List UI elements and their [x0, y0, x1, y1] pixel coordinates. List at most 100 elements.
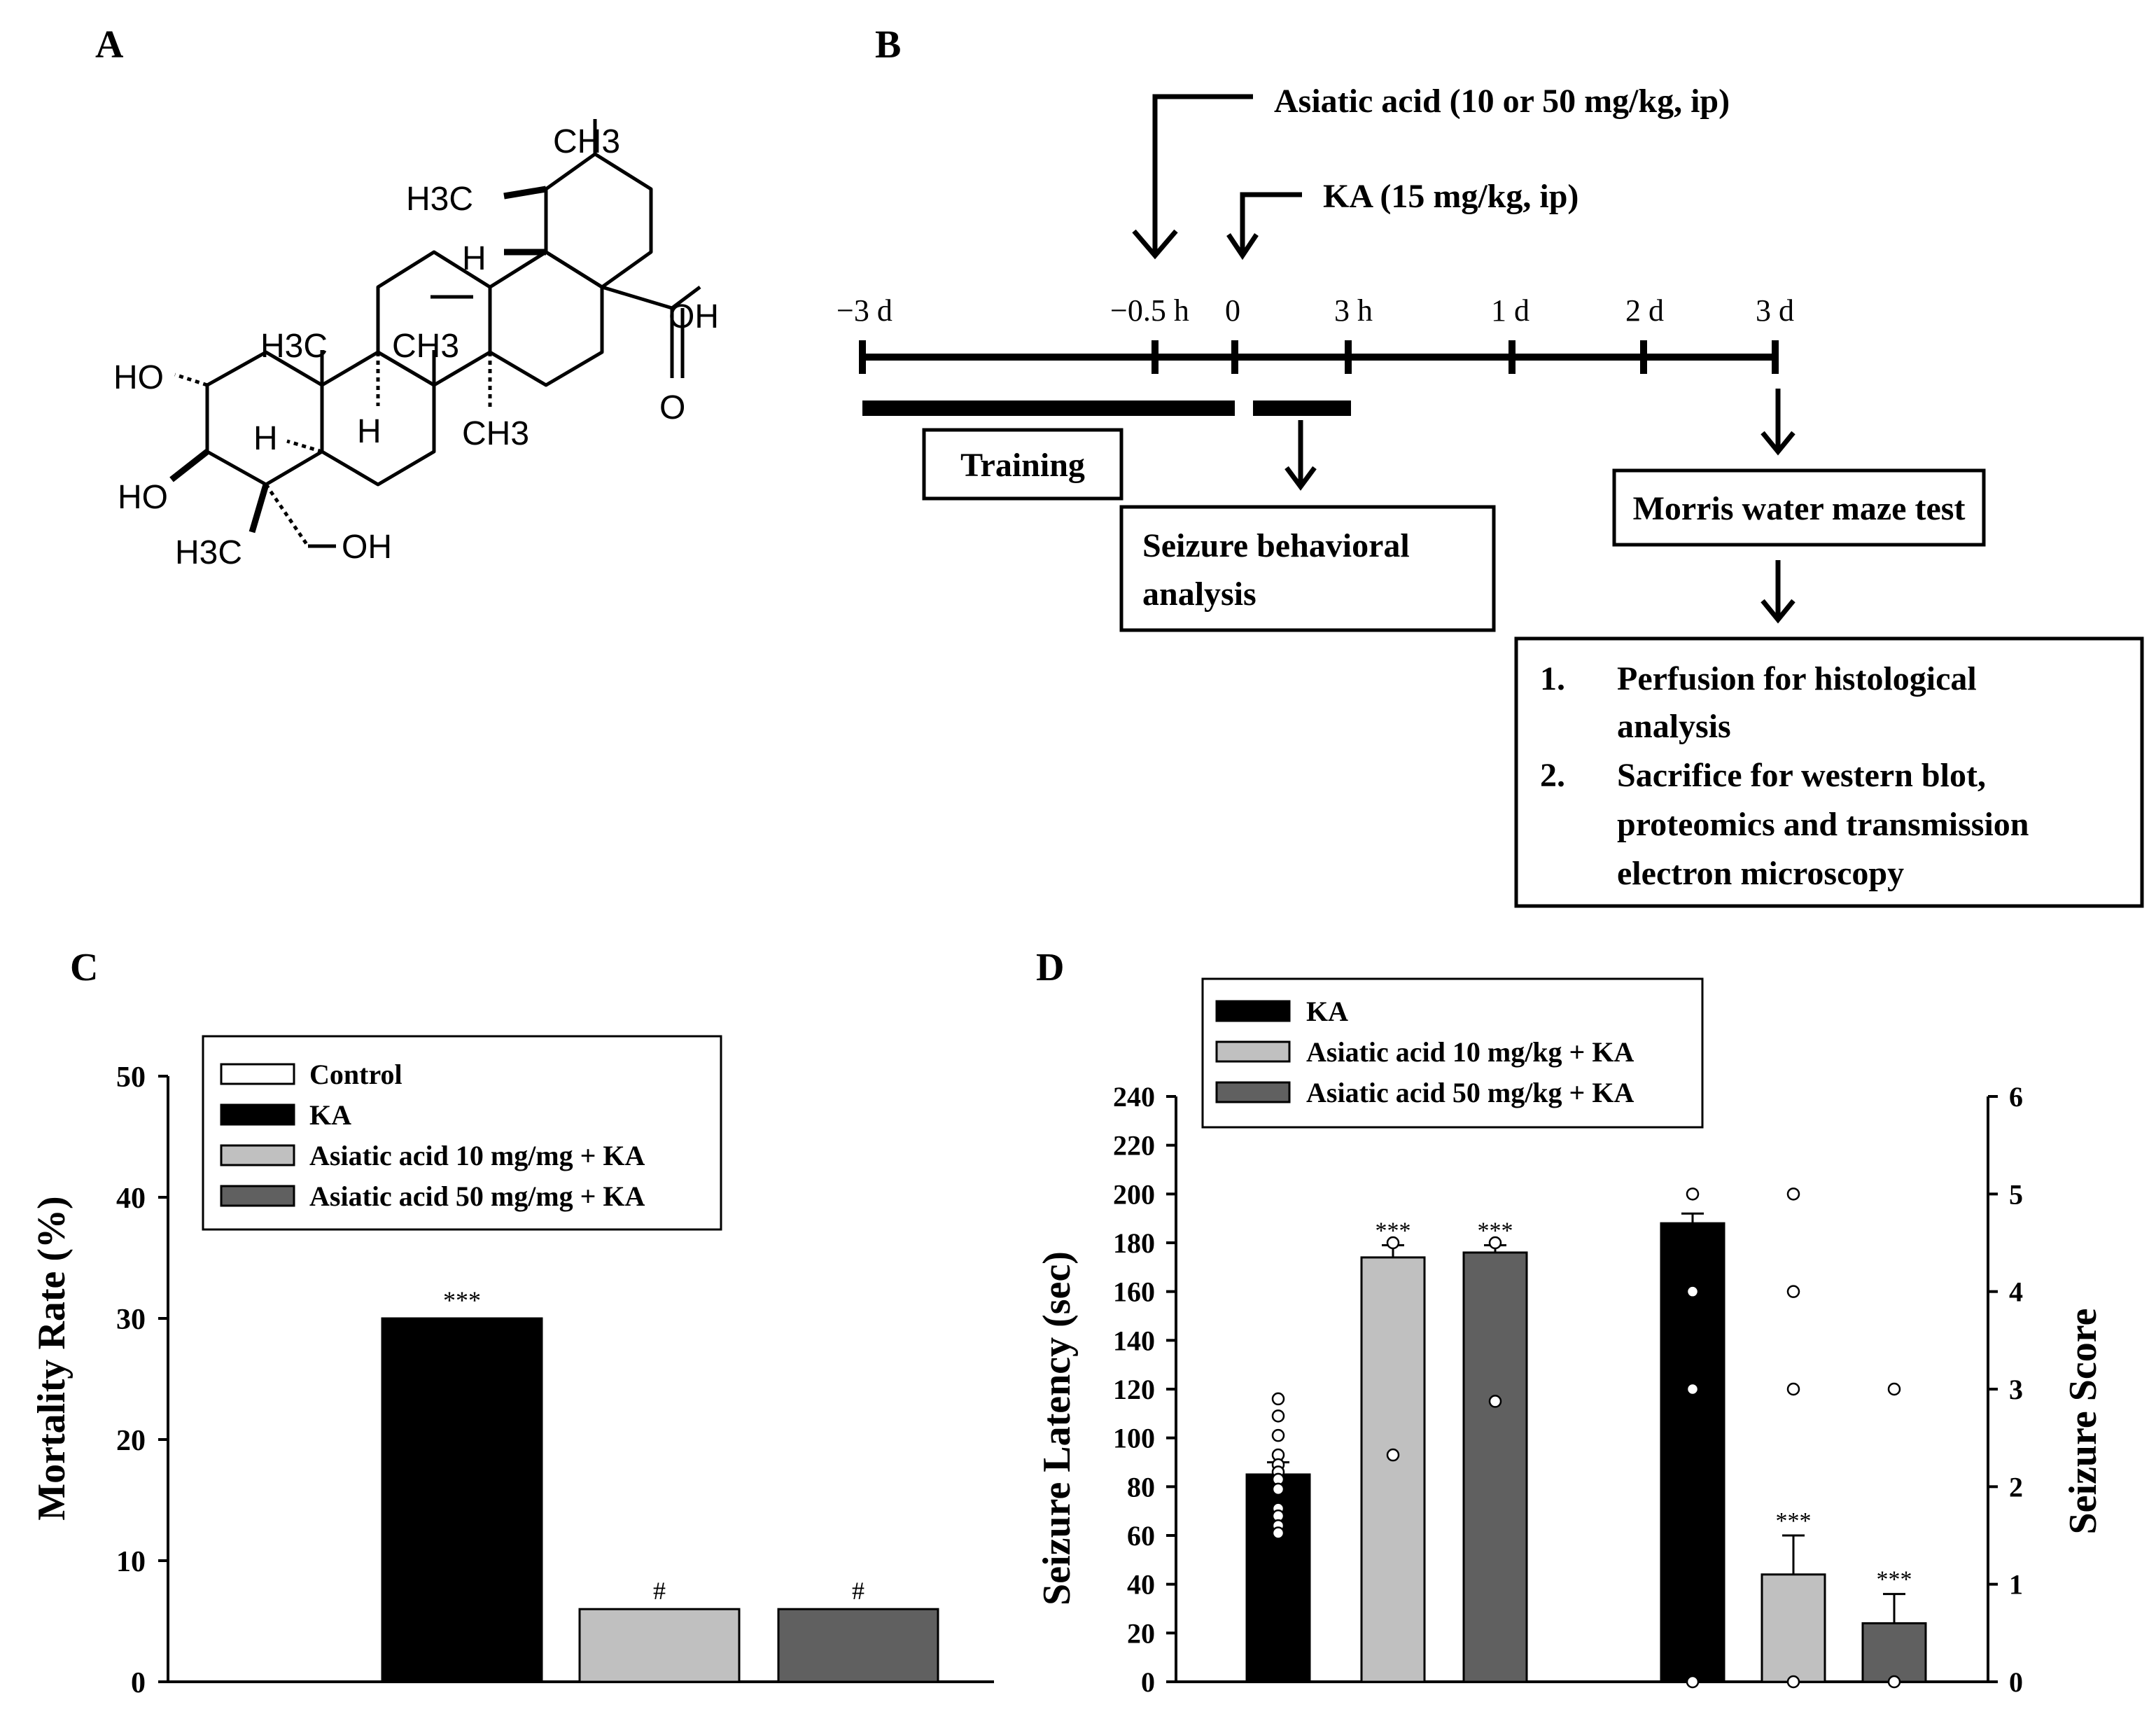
- tick-label: −3 d: [836, 293, 892, 328]
- timeline-ticks: −3 d −0.5 h 0 3 h 1 d 2 d 3 d: [836, 293, 1794, 328]
- c-legend-label: Control: [309, 1059, 402, 1090]
- d-left-tick-label: 180: [1113, 1227, 1155, 1259]
- bond-left-h: [286, 439, 323, 454]
- timeline-panel: Asiatic acid (10 or 50 mg/kg, ip) KA (15…: [836, 83, 2144, 908]
- step-line: analysis: [1617, 708, 1731, 745]
- d-data-point: [1887, 1382, 1901, 1396]
- d-legend-swatch: [1215, 1000, 1291, 1022]
- drug-label: Asiatic acid (10 or 50 mg/kg, ip): [1274, 83, 1730, 120]
- panel-label-d: D: [1036, 946, 1064, 989]
- d-left-tick-label: 40: [1127, 1569, 1155, 1601]
- c-bar-annotation: #: [852, 1577, 864, 1605]
- structure-labels: CH3 H3C H H3C CH3 HO H H CH3 HO H3C OH O…: [113, 123, 719, 571]
- d-data-point: [1686, 1382, 1700, 1396]
- d-right-tick-label: 5: [2009, 1178, 2023, 1210]
- d-data-point: [1271, 1392, 1285, 1406]
- d-bar: [1861, 1622, 1927, 1683]
- c-y-tick-label: 40: [116, 1183, 146, 1215]
- d-data-point: [1271, 1482, 1285, 1496]
- d-data-point: [1271, 1526, 1285, 1540]
- bond-carboxyl: [601, 285, 673, 310]
- c-y-tick-label: 30: [116, 1304, 146, 1336]
- c-y-tick-label: 10: [116, 1546, 146, 1578]
- d-left-tick-label: 20: [1127, 1617, 1155, 1649]
- label-h-ring: H: [357, 413, 382, 450]
- ring-a: [205, 350, 324, 487]
- d-data-point: [1686, 1285, 1700, 1298]
- c-legend-swatch: [220, 1185, 295, 1207]
- label-ch3-mid: CH3: [392, 328, 459, 365]
- tick-label: 3 h: [1334, 293, 1373, 328]
- bond-bottom-methyl: [248, 483, 270, 534]
- d-legend-swatch: [1215, 1040, 1291, 1063]
- c-y-tick-label: 0: [131, 1667, 146, 1699]
- c-legend-label: Asiatic acid 50 mg/mg + KA: [309, 1180, 645, 1212]
- d-legend-label: Asiatic acid 10 mg/kg + KA: [1306, 1036, 1634, 1068]
- step-line: Sacrifice for western blot,: [1617, 757, 1986, 794]
- panel-label-c: C: [70, 946, 98, 989]
- c-legend-label: KA: [309, 1099, 351, 1131]
- mortality-chart: Mortality Rate (%) 01020304050***##Contr…: [30, 1035, 994, 1699]
- morris-box: [1612, 468, 1986, 547]
- d-data-point: [1271, 1409, 1285, 1423]
- morris-arrow: [1760, 389, 1795, 456]
- seizure-analysis-line2: analysis: [1142, 576, 1256, 613]
- label-oh-bottom: OH: [342, 529, 392, 566]
- d-legend-swatch: [1215, 1081, 1291, 1103]
- d-bar: [1462, 1251, 1528, 1683]
- c-bar: [578, 1608, 741, 1683]
- training-label: Training: [960, 447, 1085, 484]
- label-oh-acid: OH: [668, 298, 719, 335]
- c-y-axis-label: Mortality Rate (%): [30, 1196, 74, 1520]
- d-data-point: [1786, 1382, 1800, 1396]
- c-legend-swatch: [220, 1103, 295, 1126]
- d-bar-annotation: ***: [1776, 1508, 1812, 1534]
- d-data-point: [1786, 1675, 1800, 1689]
- d-bar: [1760, 1573, 1826, 1683]
- d-left-tick-label: 100: [1113, 1423, 1155, 1454]
- d-data-point: [1887, 1675, 1901, 1689]
- d-right-tick-label: 2: [2009, 1471, 2023, 1503]
- step-line: Perfusion for histological: [1617, 660, 1977, 697]
- step-number: 1.: [1540, 660, 1565, 697]
- tick-label: 2 d: [1625, 293, 1664, 328]
- seizure-analysis-box: [1119, 505, 1496, 632]
- panel-label-a: A: [95, 23, 124, 67]
- seizure-arrow: [1284, 420, 1317, 491]
- d-data-point: [1686, 1187, 1700, 1201]
- step-line: electron microscopy: [1617, 855, 1904, 892]
- d-left-tick-label: 200: [1113, 1178, 1155, 1210]
- c-bar-annotation: ***: [443, 1286, 481, 1314]
- steps-arrow: [1760, 560, 1795, 624]
- d-legend-label: Asiatic acid 50 mg/kg + KA: [1306, 1077, 1634, 1108]
- label-h-upper: H: [462, 240, 486, 277]
- drug-arrow: [1132, 94, 1253, 260]
- label-ho-lower: HO: [118, 479, 168, 516]
- label-ch3-lower: CH3: [462, 415, 529, 452]
- d-bar-annotation: ***: [1376, 1218, 1411, 1243]
- c-legend-label: Asiatic acid 10 mg/mg + KA: [309, 1140, 645, 1171]
- steps-list: 1. Perfusion for histological analysis 2…: [1540, 660, 2029, 892]
- bond-ho-upper: [174, 372, 208, 387]
- training-box: [922, 428, 1124, 501]
- label-h-left: H: [253, 420, 278, 457]
- c-y-tick-label: 20: [116, 1425, 146, 1457]
- d-left-tick-label: 160: [1113, 1276, 1155, 1308]
- bond-c-oh: [671, 286, 701, 309]
- bond-upper-methyl: [503, 186, 547, 200]
- c-y-tick-label: 50: [116, 1061, 146, 1094]
- d-left-tick-label: 80: [1127, 1471, 1155, 1503]
- d-bar-annotation: ***: [1877, 1567, 1912, 1593]
- d-left-tick-label: 0: [1141, 1666, 1155, 1698]
- d-left-axis-label: Seizure Latency (sec): [1035, 1251, 1079, 1605]
- d-right-tick-label: 0: [2009, 1666, 2023, 1698]
- c-legend-swatch: [220, 1063, 295, 1085]
- label-h3c-mid: H3C: [260, 328, 328, 365]
- steps-box: [1514, 636, 2144, 908]
- morris-label: Morris water maze test: [1633, 490, 1966, 527]
- d-data-point: [1271, 1428, 1285, 1442]
- d-data-point: [1786, 1285, 1800, 1298]
- d-right-tick-label: 3: [2009, 1374, 2023, 1405]
- ka-arrow: [1226, 192, 1302, 260]
- d-data-point: [1488, 1395, 1502, 1408]
